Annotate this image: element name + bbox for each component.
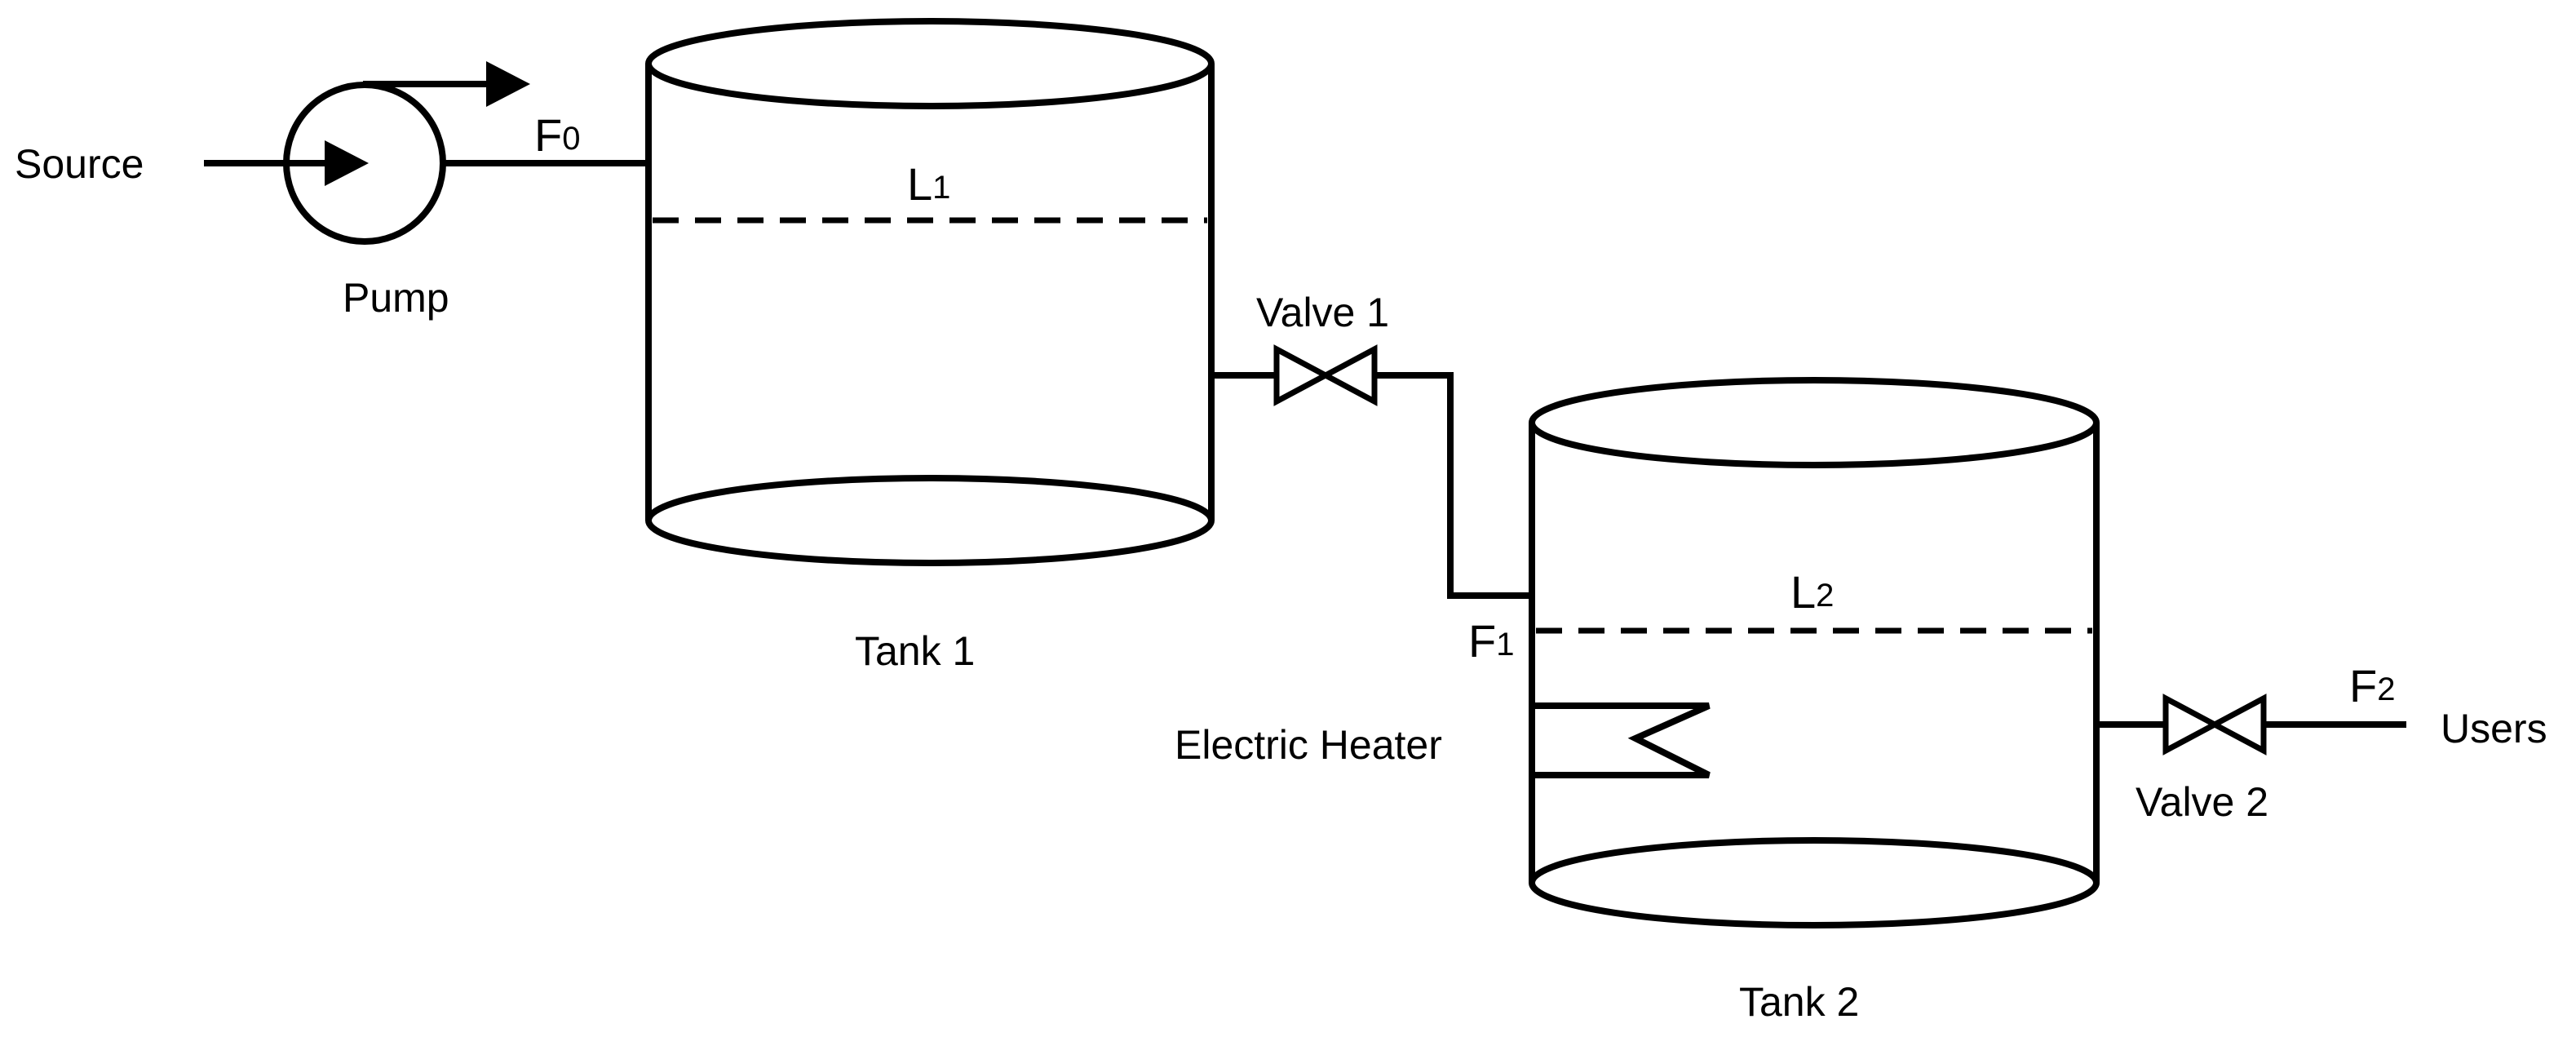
tank-2 — [1529, 377, 2100, 928]
flow-f1-base: F — [1468, 615, 1496, 667]
pump-label: Pump — [343, 275, 449, 321]
tank2-label: Tank 2 — [1739, 979, 1859, 1025]
valve2-label: Valve 2 — [2136, 779, 2268, 825]
flow-f1-label: F1 — [1468, 615, 1514, 667]
tank-1 — [645, 18, 1215, 566]
source-inlet-arrow — [204, 140, 369, 186]
pipe-valve1-to-tank2 — [1374, 372, 1532, 599]
flow-f0-sub: 0 — [562, 121, 580, 157]
tank1-label: Tank 1 — [855, 628, 975, 674]
flow-f2-base: F — [2349, 660, 2377, 711]
level-l2-label: L2 — [1790, 566, 1834, 618]
flow-f0-label: F0 — [534, 109, 580, 161]
electric-heater-element — [1532, 702, 1711, 778]
users-label: Users — [2441, 706, 2547, 751]
flow-f2-label: F2 — [2349, 660, 2395, 711]
source-label: Source — [15, 141, 144, 187]
flow-f2-sub: 2 — [2377, 671, 2395, 707]
level-l1-base: L — [907, 158, 932, 210]
level-l2-base: L — [1790, 566, 1816, 618]
level-l2-sub: 2 — [1816, 578, 1834, 614]
valve-1-symbol — [1273, 344, 1378, 406]
valve-2-symbol — [2162, 694, 2267, 756]
level-l1-sub: 1 — [932, 170, 950, 206]
level-l1-label: L1 — [907, 158, 950, 210]
flow-f1-sub: 1 — [1496, 627, 1514, 663]
heater-label: Electric Heater — [1175, 722, 1442, 768]
valve1-label: Valve 1 — [1256, 290, 1389, 335]
pump-symbol — [283, 61, 530, 245]
flow-f0-base: F — [534, 109, 562, 161]
